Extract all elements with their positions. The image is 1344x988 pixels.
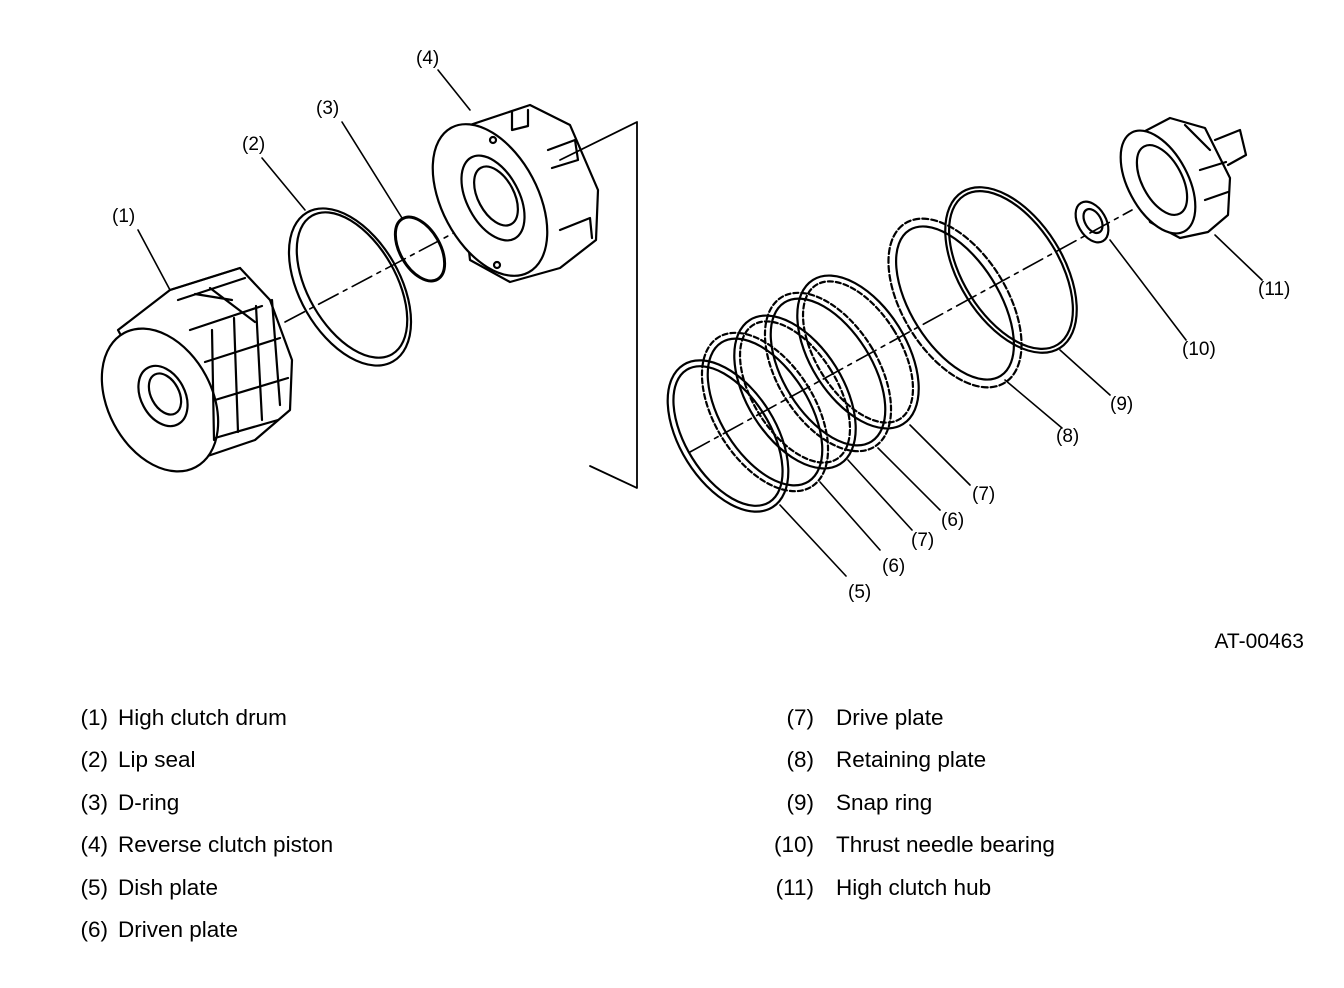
callout-label: (9): [1110, 394, 1133, 415]
legend-number: (6): [80, 916, 109, 942]
legend-item: (6) Driven plate: [62, 916, 239, 959]
legend-item: (2) Lip seal: [62, 747, 196, 789]
legend-text: Drive plate: [836, 705, 944, 730]
callout-label: (7): [911, 530, 934, 551]
legend-number: (8): [786, 747, 815, 773]
legend-item: (4) Reverse clutch piston: [62, 832, 334, 874]
figure-id: AT-00463: [1214, 630, 1304, 653]
legend-item: (10) Thrust needle bearing: [768, 832, 1055, 874]
callout-label: (8): [1056, 426, 1079, 447]
legend-text: Snap ring: [836, 789, 933, 815]
driven-plate-part: [763, 291, 893, 453]
lip-seal-part: [287, 207, 413, 367]
callout-label: (2): [242, 134, 265, 155]
snap-ring-part: [944, 186, 1078, 354]
legend-item: (9) Snap ring: [768, 789, 933, 832]
legend-number: (10): [773, 832, 814, 858]
legend-number: (1): [80, 705, 109, 730]
callout-label: (5): [848, 582, 871, 603]
legend-item: (5) Dish plate: [62, 874, 219, 917]
legend-number: (4): [80, 832, 109, 858]
legend-text: High clutch hub: [836, 874, 992, 900]
legend-number: (7): [786, 705, 815, 730]
thrust-needle-bearing-part: [1074, 200, 1110, 244]
dish-plate-part: [666, 359, 790, 513]
legend-item: (8) Retaining plate: [768, 747, 987, 789]
legend-item: (7) Drive plate: [768, 705, 944, 747]
retaining-plate-part: [887, 217, 1023, 389]
leader-lines: [137, 69, 1263, 577]
high-clutch-drum-part: [100, 266, 294, 473]
legend-text: Driven plate: [118, 916, 239, 942]
callout-label: (7): [972, 484, 995, 505]
legend-number: (11): [775, 874, 814, 900]
legend-text: Lip seal: [118, 747, 196, 773]
callout-label: (11): [1258, 279, 1290, 300]
legend-number: (3): [80, 789, 109, 815]
callout-label: (6): [941, 510, 964, 531]
callout-label: (4): [416, 48, 439, 69]
legend-number: (5): [80, 874, 109, 900]
legend-text: Thrust needle bearing: [836, 832, 1055, 858]
legend-text: Dish plate: [118, 874, 219, 900]
legend-text: High clutch drum: [118, 705, 287, 730]
exploded-view-diagram: (1) (2) (3) (4) (5) (6) (6) (7) (7) (8) …: [100, 48, 1290, 603]
legend-number: (2): [80, 747, 109, 773]
callout-label: (6): [882, 556, 905, 577]
legend-text: Retaining plate: [836, 747, 987, 773]
high-clutch-hub-part: [1119, 116, 1248, 240]
callout-label: (3): [316, 98, 339, 119]
legend-item: (3) D-ring: [62, 789, 180, 832]
legend-left-column: (1) High clutch drum (2) Lip seal (3) D-…: [62, 705, 334, 959]
legend-text: D-ring: [118, 789, 180, 815]
driven-plate-part: [700, 331, 830, 493]
legend-item: (11) High clutch hub: [768, 874, 991, 917]
legend-text: Reverse clutch piston: [118, 832, 334, 858]
legend-number: (9): [786, 789, 815, 815]
legend-item: (1) High clutch drum: [62, 705, 287, 747]
drive-plate-part: [733, 314, 857, 470]
d-ring-part: [393, 215, 447, 283]
reverse-clutch-piston-part: [431, 103, 600, 284]
callout-label: (1): [112, 206, 135, 227]
drive-plate-part: [796, 274, 920, 430]
callout-label: (10): [1182, 339, 1216, 360]
legend-right-column: (7) Drive plate (8) Retaining plate (9) …: [768, 705, 1055, 917]
